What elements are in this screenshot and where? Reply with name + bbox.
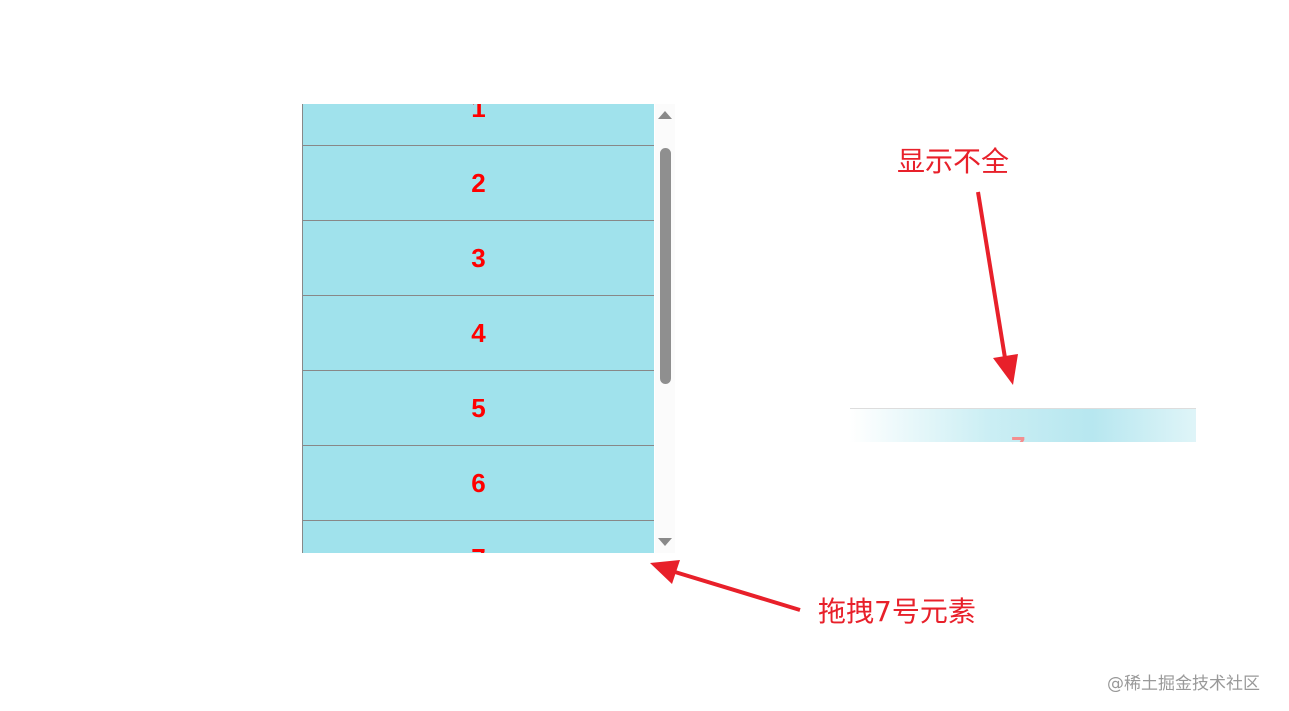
arrow-icon <box>650 560 801 612</box>
drag-ghost-item: 7 <box>850 408 1196 442</box>
scroll-up-arrow-icon[interactable] <box>658 111 672 119</box>
scrollbar[interactable] <box>655 104 675 553</box>
arrow-icon <box>976 191 1018 385</box>
sortable-list: 1 2 3 4 5 6 7 <box>302 104 655 553</box>
list-item[interactable]: 4 <box>303 296 654 372</box>
list-item[interactable]: 7 <box>303 521 654 553</box>
scrollbar-thumb[interactable] <box>660 148 671 384</box>
drag-ghost-label: 7 <box>1011 431 1025 442</box>
list-item[interactable]: 1 <box>303 104 654 147</box>
annotation-incomplete: 显示不全 <box>897 145 1010 178</box>
list-item[interactable]: 6 <box>303 446 654 522</box>
watermark: @稀土掘金技术社区 <box>1107 674 1260 694</box>
scroll-down-arrow-icon[interactable] <box>658 538 672 546</box>
annotation-drag: 拖拽7号元素 <box>818 595 976 628</box>
